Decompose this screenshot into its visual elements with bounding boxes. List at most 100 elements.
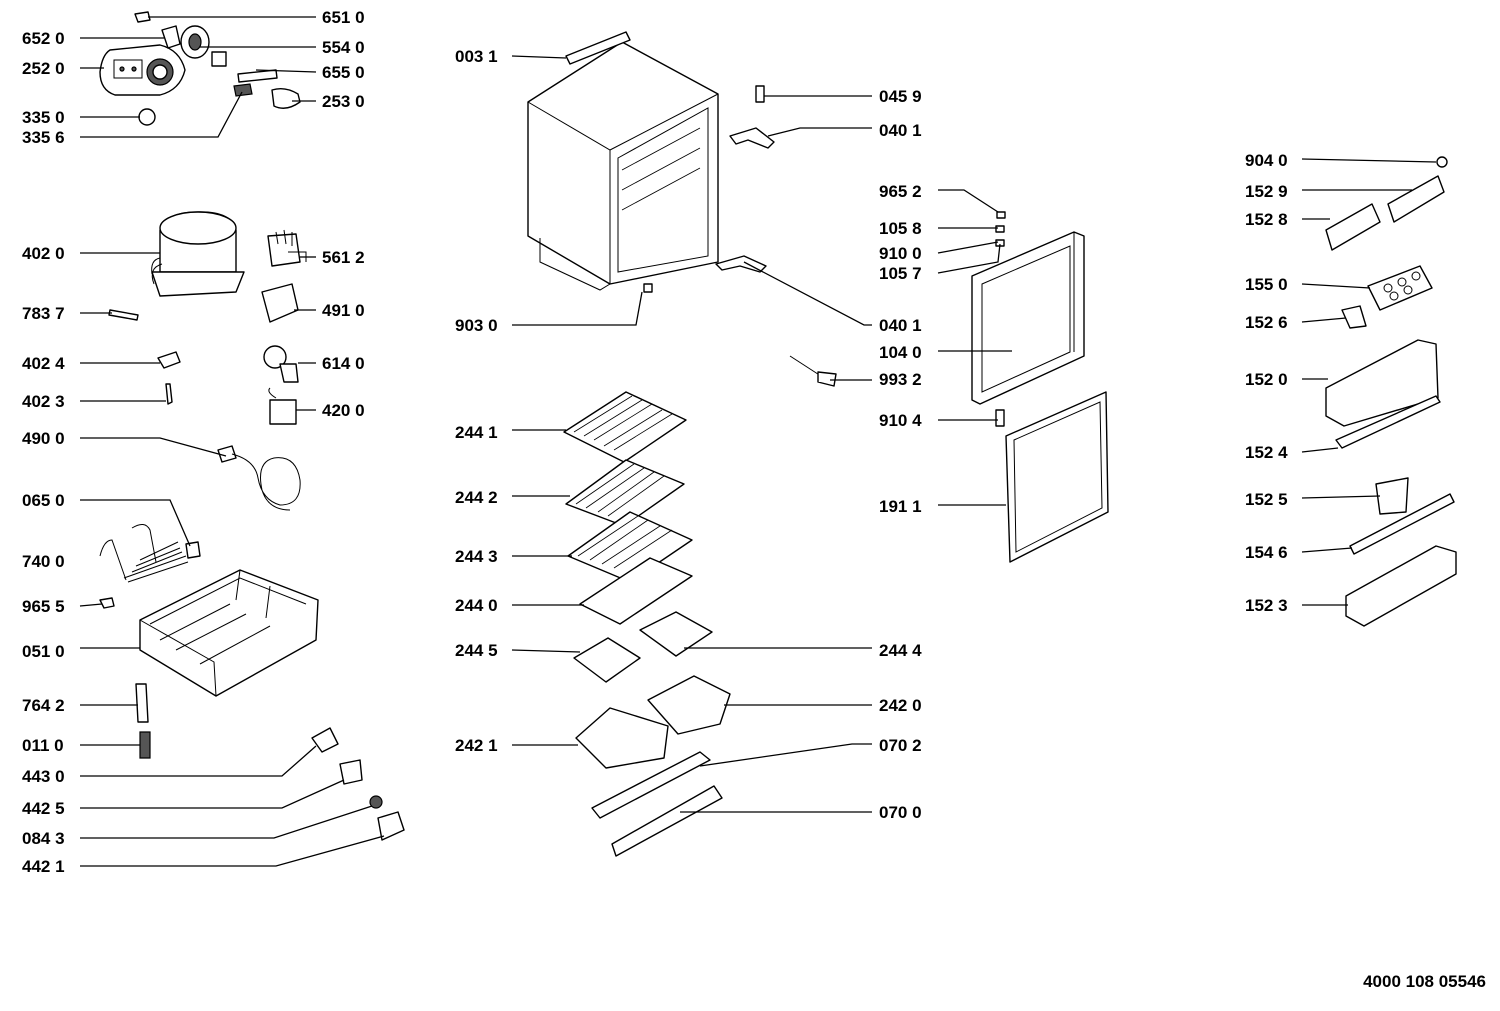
screw-011 xyxy=(139,731,151,759)
pin-045 xyxy=(755,85,765,103)
callout-3350: 335 0 xyxy=(22,108,65,127)
callout-2420: 242 0 xyxy=(879,696,922,715)
thermostat-housing-252 xyxy=(99,44,186,96)
callout-1546: 154 6 xyxy=(1245,543,1288,562)
callout-0700: 070 0 xyxy=(879,803,922,822)
callout-4421: 442 1 xyxy=(22,857,65,876)
callout-443: 443 0 xyxy=(22,767,65,786)
callout-4425: 442 5 xyxy=(22,799,65,818)
washer-9100 xyxy=(995,239,1005,247)
bushing-1058 xyxy=(995,225,1005,233)
balcony-1520 xyxy=(1325,339,1439,427)
callout-652: 652 0 xyxy=(22,29,65,48)
leader-lines xyxy=(79,16,1437,867)
spring-740 xyxy=(99,524,189,583)
callout-614: 614 0 xyxy=(322,354,365,373)
drawing-number: 4000 108 05546 xyxy=(1363,972,1486,991)
callout-191: 191 1 xyxy=(879,497,922,516)
callout-045: 045 9 xyxy=(879,87,922,106)
callout-2421: 242 1 xyxy=(455,736,498,755)
callout-0702: 070 2 xyxy=(879,736,922,755)
part-drawings xyxy=(99,11,1457,857)
crisper-2420 xyxy=(647,675,731,735)
bracket-443 xyxy=(311,727,339,753)
callout-764: 764 2 xyxy=(22,696,65,715)
callout-0401-top: 040 1 xyxy=(879,121,922,140)
callout-651: 651 0 xyxy=(322,8,365,27)
trim-0702 xyxy=(591,751,711,819)
crisper-2421 xyxy=(575,707,669,769)
pin-655 xyxy=(237,69,278,83)
holder-1525 xyxy=(1375,477,1409,515)
callout-1525: 152 5 xyxy=(1245,490,1288,509)
cover-1529 xyxy=(1387,175,1445,223)
callout-490: 490 0 xyxy=(22,429,65,448)
bracket-4023 xyxy=(165,383,173,405)
clip-065 xyxy=(185,541,201,559)
callout-491: 491 0 xyxy=(322,301,365,320)
cabinet-body xyxy=(527,31,719,291)
spring-3356 xyxy=(233,83,253,97)
base-tray-051 xyxy=(139,569,319,697)
lamp-holder-554 xyxy=(161,25,227,67)
callout-1529: 152 9 xyxy=(1245,182,1288,201)
clip-4024 xyxy=(157,351,181,369)
cable-993 xyxy=(789,355,837,387)
callout-253: 253 0 xyxy=(322,92,365,111)
callout-051: 051 0 xyxy=(22,642,65,661)
callout-3356: 335 6 xyxy=(22,128,65,147)
callout-740: 740 0 xyxy=(22,552,65,571)
egg-tray-155 xyxy=(1367,265,1433,311)
shelf-2443 xyxy=(567,511,693,583)
door-104 xyxy=(971,231,1085,405)
glass-shelf-2440 xyxy=(579,557,693,625)
capacitor-420 xyxy=(268,387,297,425)
holder-2445 xyxy=(573,637,641,683)
callout-9655: 965 5 xyxy=(22,597,65,616)
callout-2441: 244 1 xyxy=(455,423,498,442)
callout-1057: 105 7 xyxy=(879,264,922,283)
hinge-pin-9104 xyxy=(995,409,1005,427)
sleeve-764 xyxy=(135,683,149,723)
holder-2444 xyxy=(639,611,713,657)
callout-1526: 152 6 xyxy=(1245,313,1288,332)
callout-9652: 965 2 xyxy=(879,182,922,201)
bar-1546 xyxy=(1349,493,1455,555)
callout-2443: 244 3 xyxy=(455,547,498,566)
callout-993: 993 2 xyxy=(879,370,922,389)
bar-1524 xyxy=(1335,395,1441,449)
callout-561: 561 2 xyxy=(322,248,365,267)
callout-4200: 420 0 xyxy=(322,401,365,420)
hinge-0401-bottom xyxy=(715,255,767,273)
callout-1520: 152 0 xyxy=(1245,370,1288,389)
klixon-614 xyxy=(263,345,299,383)
callout-2442: 244 2 xyxy=(455,488,498,507)
callout-104: 104 0 xyxy=(879,343,922,362)
trim-0700 xyxy=(611,785,723,857)
power-cord-490 xyxy=(217,445,301,511)
callout-1523: 152 3 xyxy=(1245,596,1288,615)
bracket-4421 xyxy=(377,811,405,841)
callout-783: 783 7 xyxy=(22,304,65,323)
knob-3350 xyxy=(138,108,156,126)
callout-2440: 244 0 xyxy=(455,596,498,615)
callout-1528: 152 8 xyxy=(1245,210,1288,229)
callout-903: 903 0 xyxy=(455,316,498,335)
callout-003: 003 1 xyxy=(455,47,498,66)
screw-651 xyxy=(134,11,151,23)
callout-904: 904 0 xyxy=(1245,151,1288,170)
callout-9104: 910 4 xyxy=(879,411,922,430)
tube-783 xyxy=(108,309,139,321)
callout-084: 084 3 xyxy=(22,829,65,848)
grommet-084 xyxy=(369,795,383,809)
callout-554: 554 0 xyxy=(322,38,365,57)
screw-9655 xyxy=(99,597,115,609)
callout-252: 252 0 xyxy=(22,59,65,78)
compressor-402 xyxy=(151,211,245,297)
cover-253 xyxy=(271,87,301,109)
callout-1058: 105 8 xyxy=(879,219,922,238)
cover-1528 xyxy=(1325,203,1381,251)
callout-4020: 402 0 xyxy=(22,244,65,263)
relay-561 xyxy=(267,229,307,267)
